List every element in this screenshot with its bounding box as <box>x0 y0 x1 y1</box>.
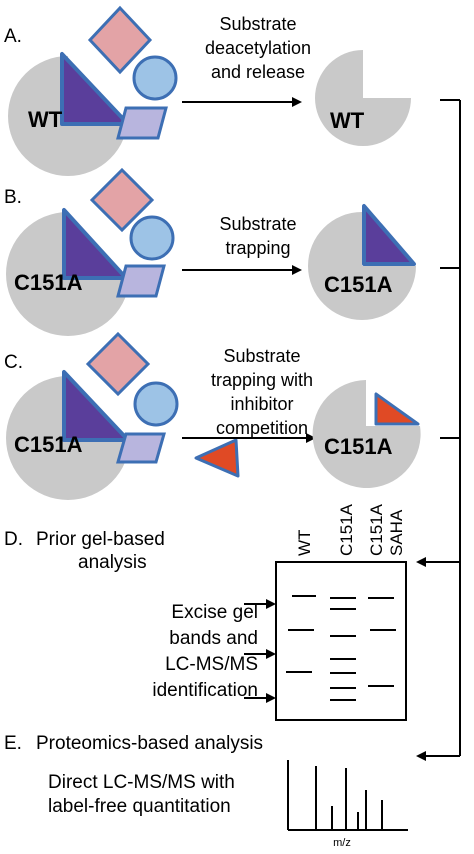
spectrum-axis-label: m/z <box>333 837 351 849</box>
panel-b-caption-line1: Substrate <box>219 214 296 234</box>
panel-e-caption-line1: Direct LC-MS/MS with <box>48 772 235 793</box>
triangle-purple-icon <box>62 370 130 442</box>
excise-line1: Excise gel <box>171 602 258 623</box>
triangle-orange-inhibitor-icon <box>194 438 240 478</box>
triangle-purple-icon <box>62 208 128 280</box>
panel-a-caption-line1: Substrate <box>219 14 296 34</box>
panel-a-letter: A. <box>4 26 22 47</box>
triangle-orange-bound-icon <box>374 392 420 426</box>
enzyme-label-c151a-right: C151A <box>324 272 393 297</box>
panel-e-title: Proteomics-based analysis <box>36 733 263 754</box>
excise-line2: bands and <box>169 628 258 649</box>
panel-e-letter: E. <box>4 733 22 754</box>
enzyme-label-c151a-left: C151A <box>14 270 83 295</box>
parallelogram-lavender-icon <box>116 264 166 298</box>
parallelogram-lavender-icon <box>116 106 168 140</box>
right-bracket <box>416 99 461 761</box>
panel-c-caption-line2: trapping with <box>211 370 313 390</box>
panel-a: A. WT Substrate deacetylation and releas… <box>4 5 411 176</box>
diamond-pink-icon <box>85 331 151 397</box>
panel-e: E. Proteomics-based analysis Direct LC-M… <box>4 733 408 849</box>
triangle-purple-icon <box>60 52 130 126</box>
panel-d-title-line2: analysis <box>78 552 147 573</box>
excise-line3: LC-MS/MS <box>165 654 258 675</box>
lane-label-c151a-saha-line2: SAHA <box>387 509 406 556</box>
lane-label-c151a-saha-line1: C151A <box>367 503 386 556</box>
enzyme-label-c151a-right: C151A <box>324 434 393 459</box>
mass-spectrum <box>287 760 408 831</box>
panel-c-letter: C. <box>4 352 23 373</box>
enzyme-c151a-pacman-trapped <box>308 212 416 320</box>
circle-blue-icon <box>132 55 178 101</box>
diamond-pink-icon <box>87 5 153 75</box>
gel-bands <box>286 595 396 701</box>
panel-a-caption-line2: deacetylation <box>205 38 311 58</box>
panel-c-caption-line4: competition <box>216 418 308 438</box>
enzyme-label-wt-left: WT <box>28 107 63 132</box>
panel-d: D. Prior gel-based analysis WT C151A C15… <box>4 503 407 721</box>
diamond-pink-icon <box>89 167 155 233</box>
enzyme-wt-pacman-empty <box>315 50 411 146</box>
enzyme-label-wt-right: WT <box>330 108 365 133</box>
panel-c-caption-line1: Substrate <box>223 346 300 366</box>
panel-d-title-line1: Prior gel-based <box>36 529 165 550</box>
triangle-purple-trapped-icon <box>362 204 416 266</box>
panel-b: B. C151A Substrate trapping C151A <box>4 167 416 336</box>
circle-blue-icon <box>133 381 179 427</box>
panel-c-caption-line3: inhibitor <box>230 394 293 414</box>
enzyme-label-c151a-left: C151A <box>14 432 83 457</box>
panel-b-letter: B. <box>4 187 22 208</box>
gel-box <box>275 561 407 721</box>
panel-a-caption-line3: and release <box>211 62 305 82</box>
enzyme-c151a-pacman-inhibited <box>312 380 421 488</box>
panel-e-caption-line2: label-free quantitation <box>48 796 231 817</box>
excise-line4: identification <box>152 680 258 701</box>
parallelogram-lavender-icon <box>116 432 166 464</box>
lane-label-c151a: C151A <box>337 503 356 556</box>
panel-d-letter: D. <box>4 529 23 550</box>
lane-label-wt: WT <box>295 530 314 556</box>
panel-c: C. C151A Substrate trapping with inhibit… <box>4 331 421 500</box>
panel-b-caption-line2: trapping <box>225 238 290 258</box>
circle-blue-icon <box>129 215 175 261</box>
